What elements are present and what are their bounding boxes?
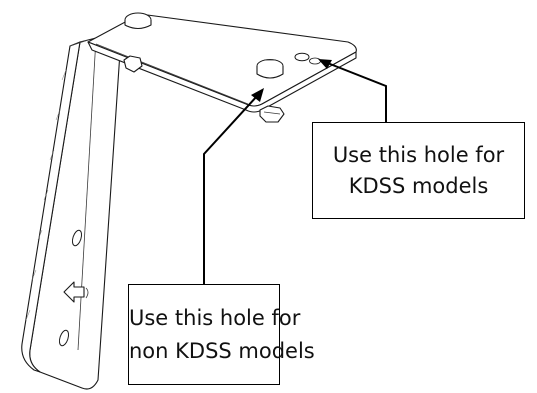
non-kdss-leader-line: [203, 88, 264, 284]
non-kdss-callout-box: Use this hole for non KDSS models: [128, 284, 315, 385]
kdss-callout-box: Use this hole for KDSS models: [312, 122, 525, 219]
non-kdss-callout-line-1: Use this hole for: [129, 305, 301, 330]
non-kdss-hole-bolt: [256, 59, 284, 79]
vertical-leg-lower-hole: [58, 329, 70, 347]
arrow-stamp-icon: [63, 281, 89, 303]
bracket-vertical-leg: [21, 37, 121, 390]
vertical-leg-upper-hole: [71, 229, 83, 247]
plate-top-bolt: [124, 12, 152, 30]
non-kdss-callout-line-2: non KDSS models: [129, 338, 315, 363]
underside-nut-left: [123, 55, 143, 73]
bracket-horizontal-plate: [87, 13, 357, 113]
kdss-callout-line-1: Use this hole for: [332, 142, 505, 167]
kdss-leader-line: [318, 59, 387, 122]
underside-nut-right: [259, 105, 285, 123]
kdss-callout-line-2: KDSS models: [348, 173, 489, 198]
